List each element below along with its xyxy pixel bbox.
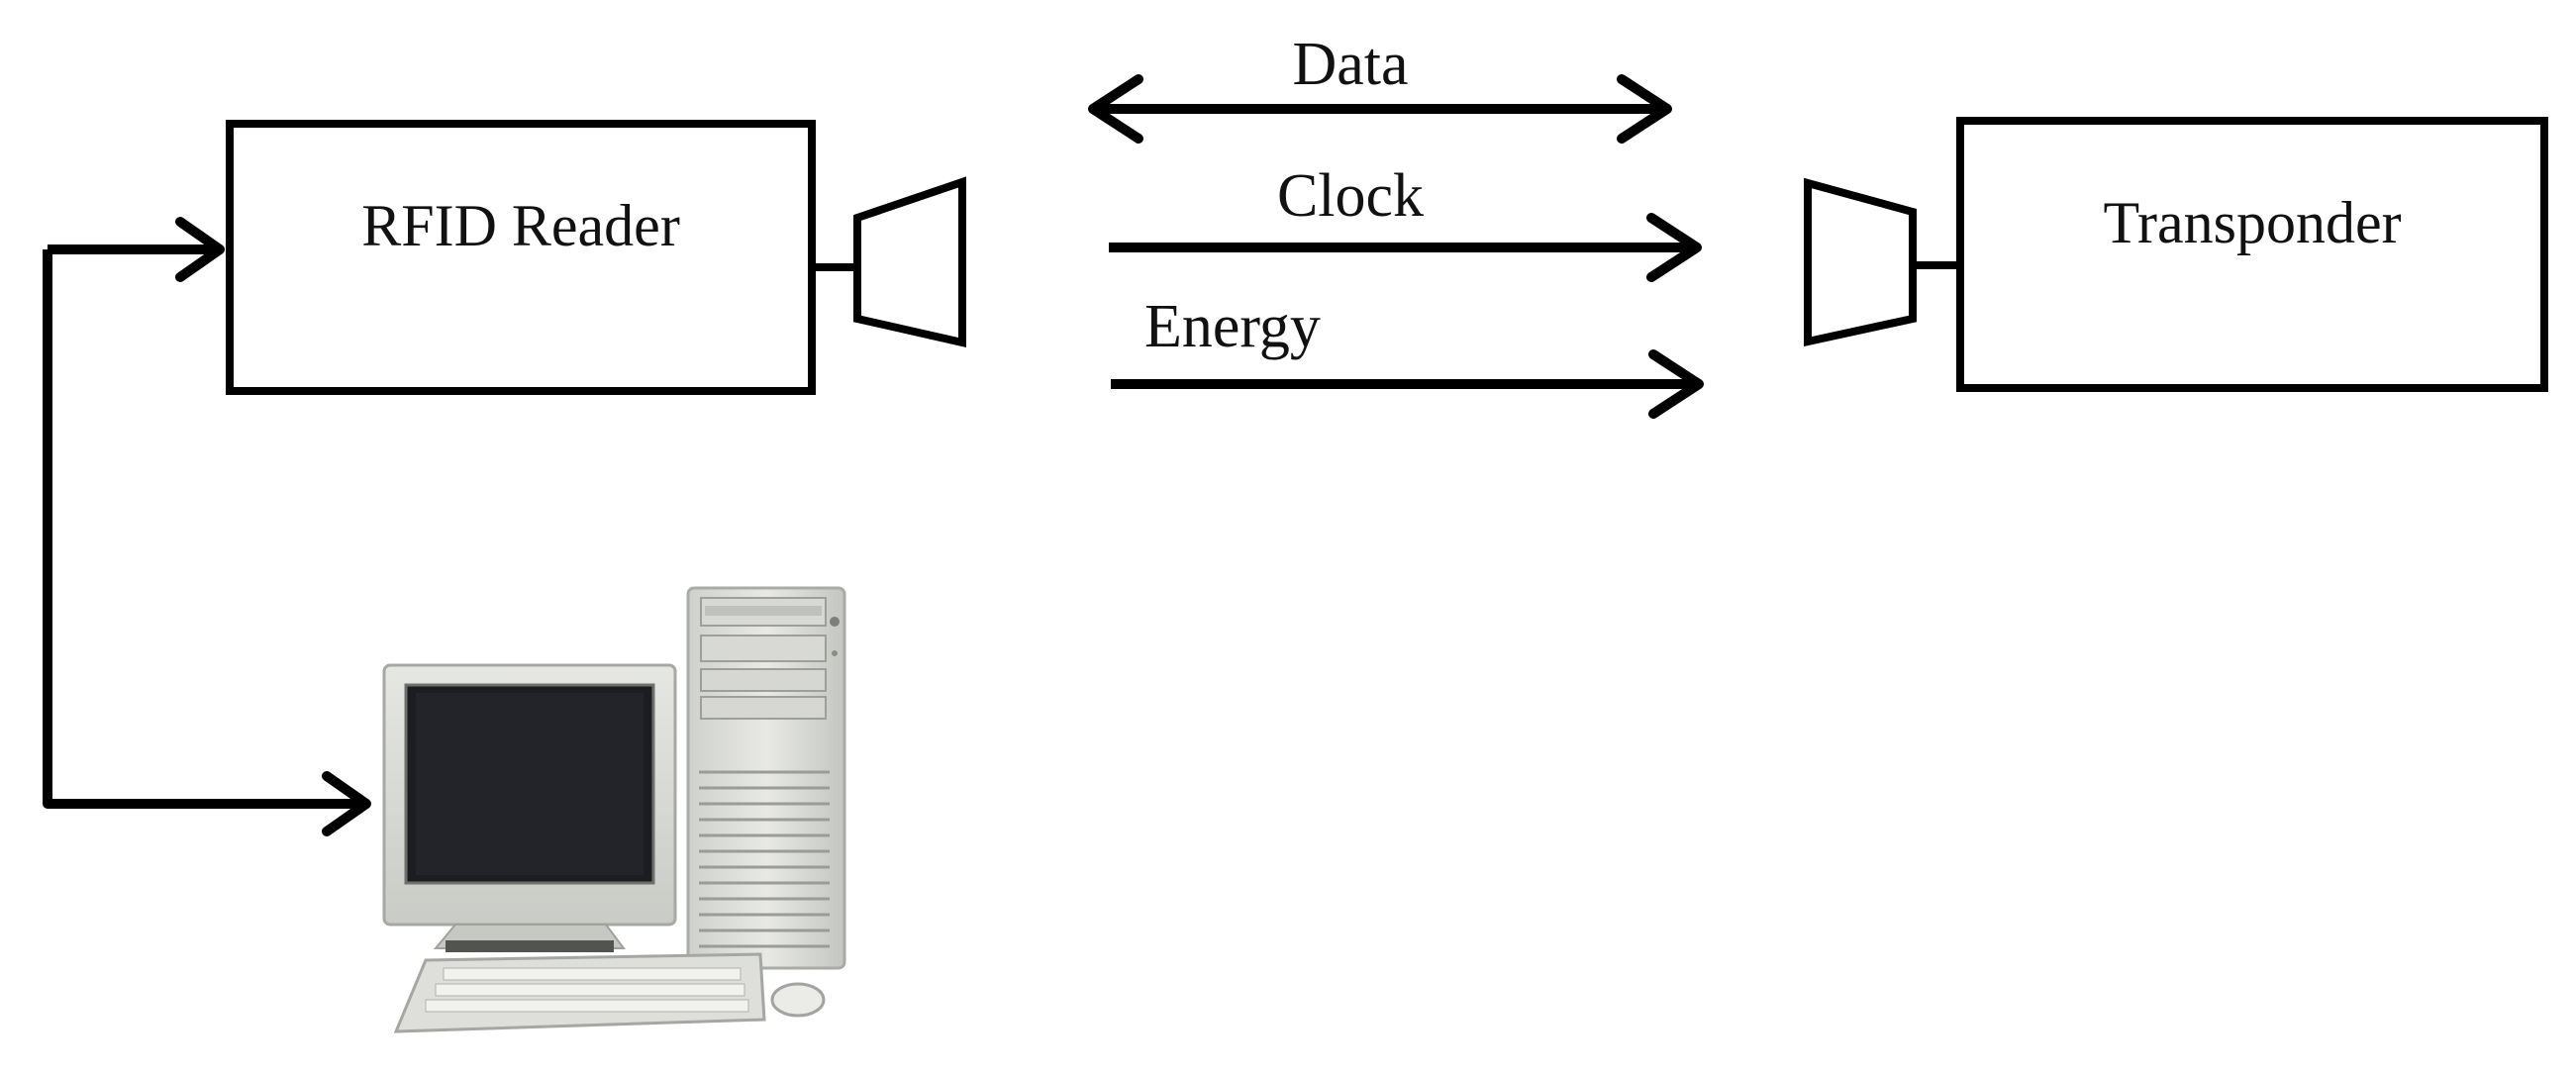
desktop-computer-icon xyxy=(382,586,846,1033)
clock-signal-label: Clock xyxy=(1277,162,1424,230)
data-arrow-right-head xyxy=(1617,74,1672,144)
rfid-reader-label: RFID Reader xyxy=(361,193,680,258)
computer-reader-connector xyxy=(43,217,371,836)
computer-mouse xyxy=(770,982,826,1018)
transponder-box xyxy=(1956,117,2548,392)
reader-antenna-icon xyxy=(853,176,966,348)
transponder-label: Transponder xyxy=(2103,190,2401,255)
reader-input-arrow-head xyxy=(175,217,225,282)
data-arrow-left-head xyxy=(1088,74,1143,144)
computer-keyboard xyxy=(393,952,766,1033)
computer-input-arrow-head xyxy=(322,771,371,836)
energy-arrow-head xyxy=(1648,349,1704,419)
transponder-antenna-icon xyxy=(1804,177,1917,346)
data-signal-label: Data xyxy=(1292,31,1408,98)
rfid-reader-box xyxy=(226,120,816,395)
computer-monitor xyxy=(382,663,677,952)
clock-arrow-head xyxy=(1646,213,1702,282)
computer-tower xyxy=(686,586,846,970)
energy-signal-label: Energy xyxy=(1144,293,1321,360)
